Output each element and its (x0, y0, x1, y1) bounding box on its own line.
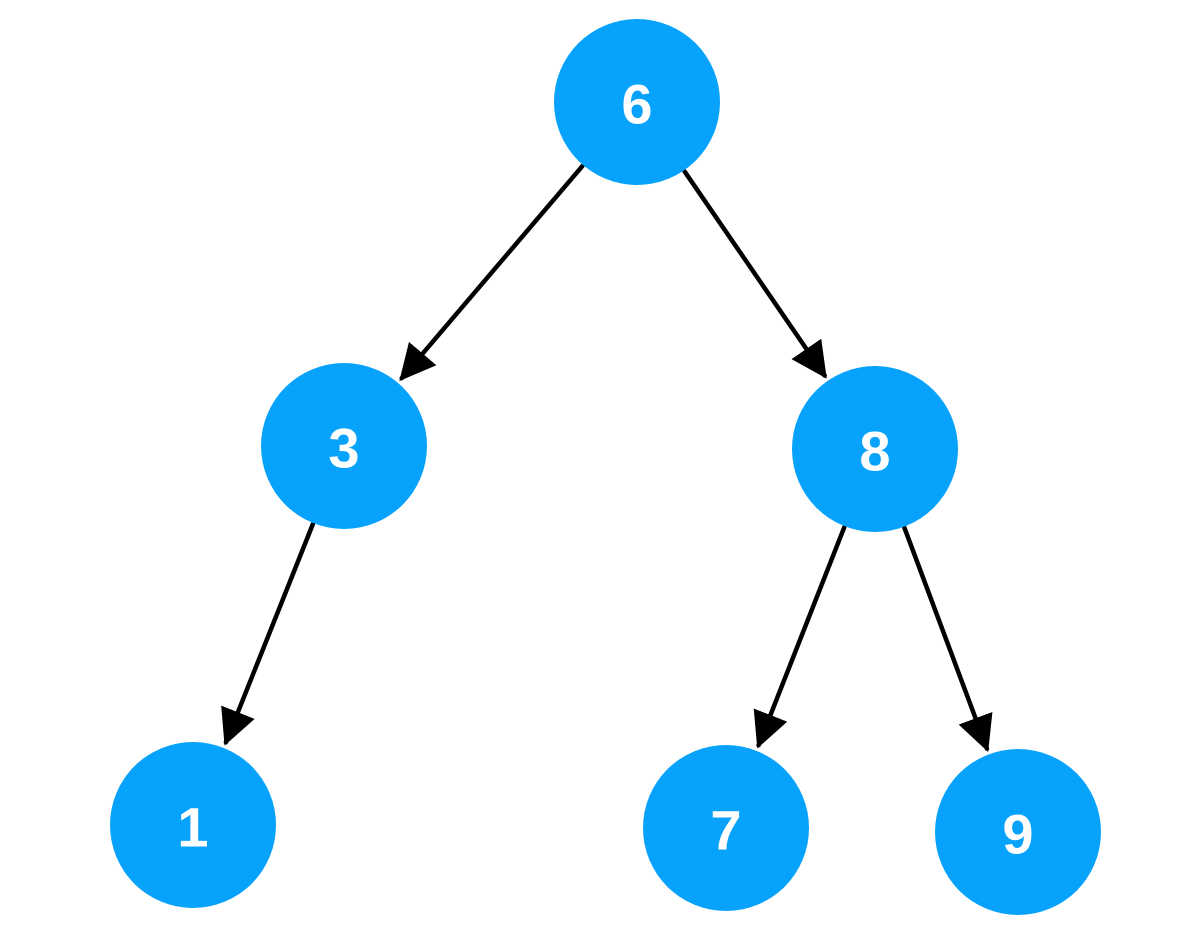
node-label-1: 1 (177, 796, 208, 859)
node-label-7: 7 (710, 799, 741, 862)
node-circle-8 (792, 366, 958, 532)
edge-n3-to-n1 (221, 521, 316, 746)
tree-node-8: 8 (792, 366, 958, 532)
node-label-6: 6 (621, 73, 652, 136)
nodes-layer: 6 3 8 1 7 9 (110, 19, 1101, 915)
tree-node-9: 9 (935, 749, 1101, 915)
tree-node-1: 1 (110, 742, 276, 908)
node-label-3: 3 (328, 417, 359, 480)
edges-layer (221, 163, 993, 752)
node-circle-1 (110, 742, 276, 908)
node-label-8: 8 (859, 420, 890, 483)
node-circle-3 (261, 363, 427, 529)
tree-node-3: 3 (261, 363, 427, 529)
node-circle-9 (935, 749, 1101, 915)
edge-n6-to-n3 (399, 163, 585, 381)
tree-node-6: 6 (554, 19, 720, 185)
edge-n8-to-n9 (902, 525, 993, 752)
node-label-9: 9 (1002, 803, 1033, 866)
node-circle-6 (554, 19, 720, 185)
edge-n6-to-n8 (682, 169, 827, 379)
tree-node-7: 7 (643, 745, 809, 911)
node-circle-7 (643, 745, 809, 911)
edge-n8-to-n7 (753, 524, 847, 749)
